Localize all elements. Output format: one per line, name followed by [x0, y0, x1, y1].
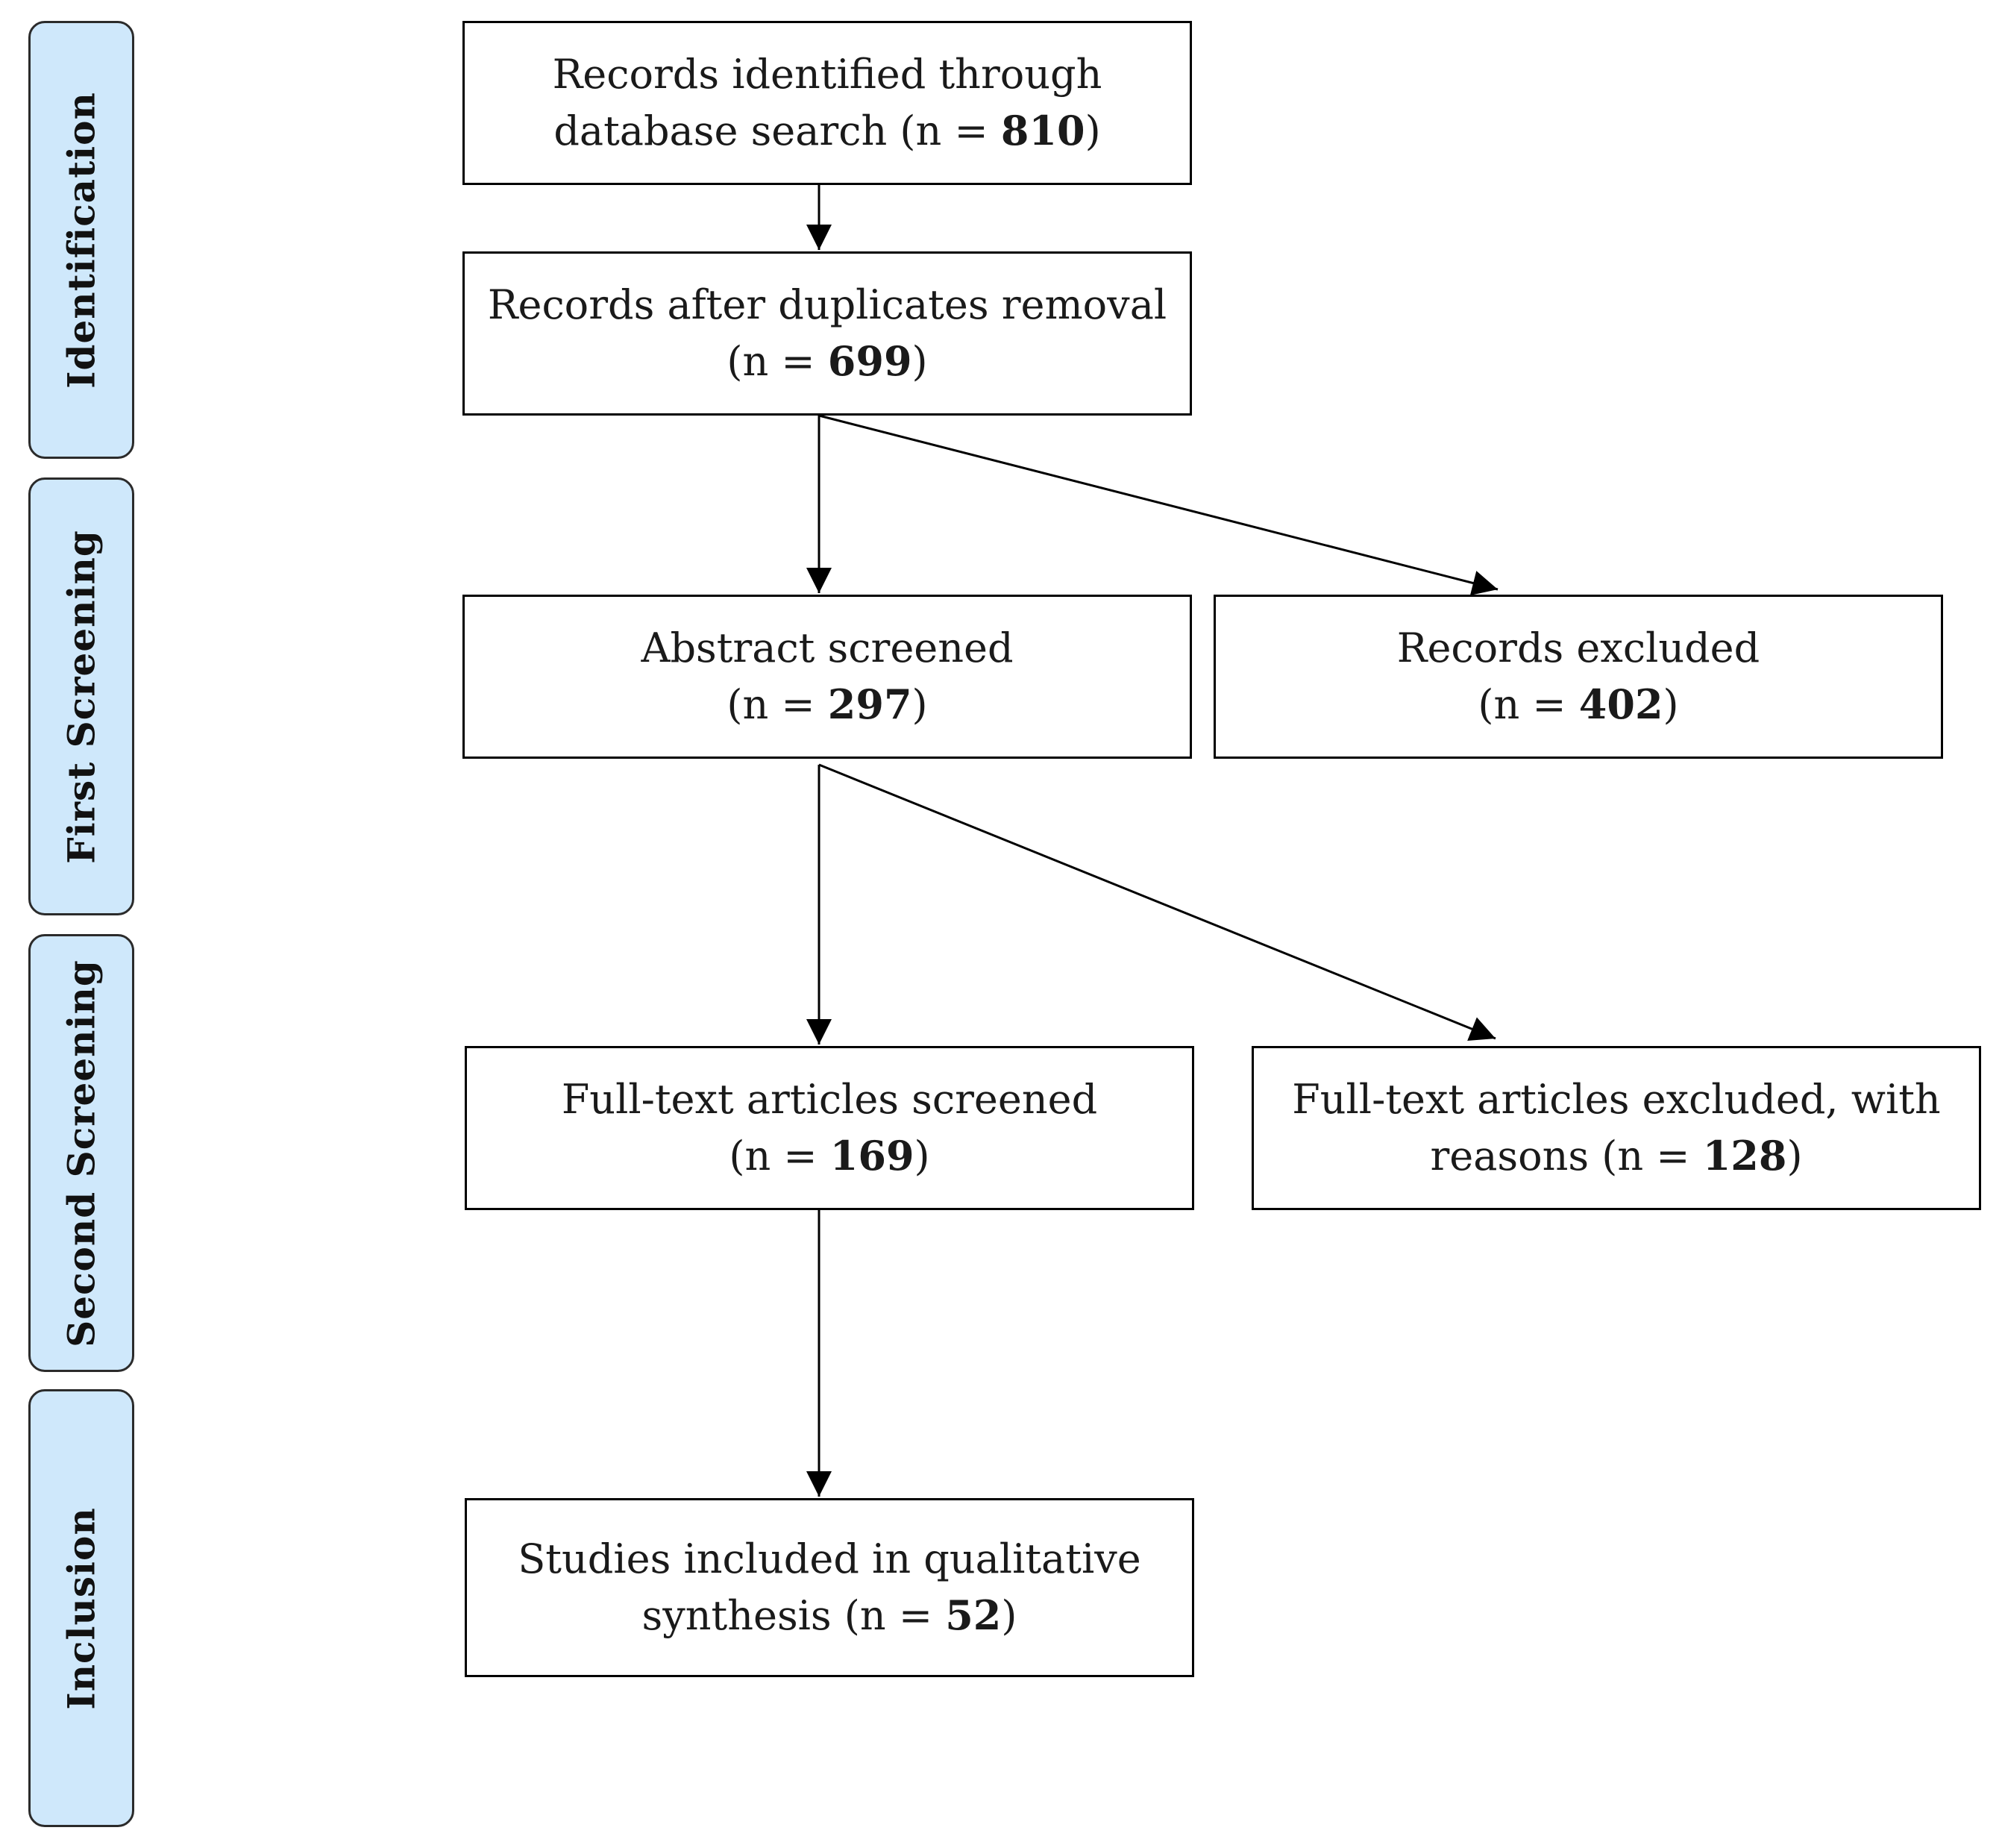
records-excluded-line2: (n = 402) — [1478, 680, 1679, 728]
stage-second-screening: Second Screening — [28, 934, 134, 1372]
records-excluded-line1: Records excluded — [1396, 624, 1760, 671]
fulltext-excluded-line1: Full-text articles excluded, with — [1292, 1075, 1941, 1123]
studies-included-count: 52 — [945, 1591, 1002, 1639]
fulltext-excluded-line2: reasons (n = 128) — [1430, 1131, 1803, 1180]
fulltext-excluded-box: Full-text articles excluded, with reason… — [1252, 1046, 1981, 1210]
abstract-screened-count: 297 — [827, 680, 912, 728]
records-after-dedup-count: 699 — [827, 336, 912, 385]
abstract-screened-box: Abstract screened (n = 297) — [462, 595, 1192, 759]
records-after-dedup-line2: (n = 699) — [727, 336, 928, 385]
stage-first-screening: First Screening — [28, 477, 134, 915]
records-identified-line1: Records identified through — [552, 50, 1102, 98]
records-identified-line2: database search (n = 810) — [553, 106, 1101, 154]
records-after-dedup-box: Records after duplicates removal (n = 69… — [462, 251, 1192, 416]
studies-included-box: Studies included in qualitative synthesi… — [465, 1498, 1194, 1677]
records-excluded-count: 402 — [1578, 680, 1663, 728]
records-after-dedup-line1: Records after duplicates removal — [487, 281, 1167, 328]
fulltext-screened-count: 169 — [829, 1131, 914, 1180]
fulltext-screened-line2: (n = 169) — [729, 1131, 930, 1180]
abstract-screened-line2: (n = 297) — [727, 680, 928, 728]
studies-included-line1: Studies included in qualitative — [518, 1535, 1141, 1582]
fulltext-excluded-count: 128 — [1702, 1131, 1787, 1180]
records-identified-count: 810 — [1000, 106, 1085, 154]
arrow-abstract-to-fulltext-excluded — [818, 763, 1496, 1042]
arrow-dedup-to-excluded — [818, 414, 1499, 596]
stage-inclusion: Inclusion — [28, 1389, 134, 1827]
stage-identification: Identification — [28, 21, 134, 459]
fulltext-screened-line1: Full-text articles screened — [561, 1075, 1098, 1123]
abstract-screened-line1: Abstract screened — [641, 624, 1014, 671]
studies-included-line2: synthesis (n = 52) — [641, 1591, 1017, 1639]
records-identified-box: Records identified through database sear… — [462, 21, 1192, 185]
fulltext-screened-box: Full-text articles screened (n = 169) — [465, 1046, 1194, 1210]
records-excluded-box: Records excluded (n = 402) — [1214, 595, 1943, 759]
